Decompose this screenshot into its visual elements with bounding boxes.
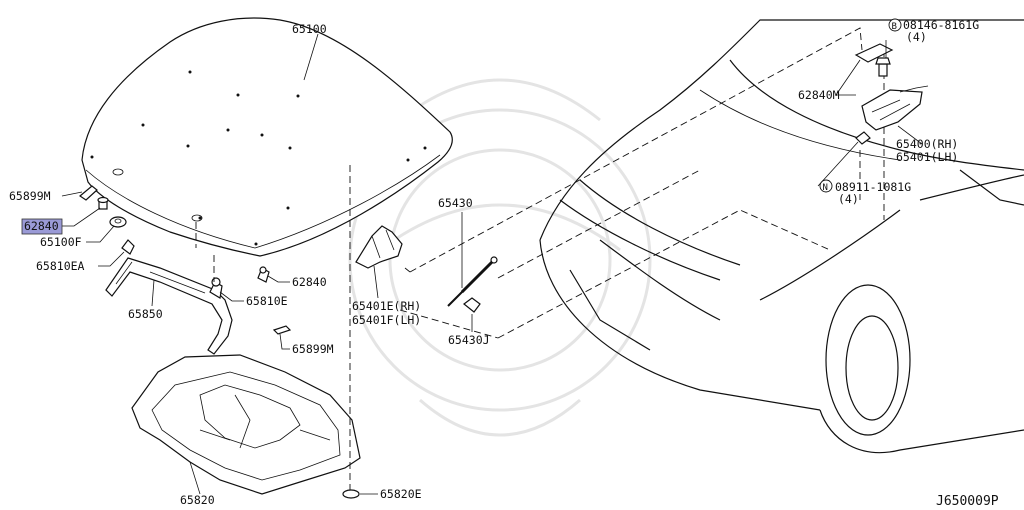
callout-65100f[interactable]: 65100F — [40, 235, 82, 249]
clip-62840-left[interactable] — [97, 196, 109, 210]
callout-65430[interactable]: 65430 — [438, 196, 473, 210]
callout-65810ea[interactable]: 65810EA — [36, 259, 85, 273]
callout-65401f-lh[interactable]: 65401F(LH) — [352, 313, 421, 327]
callout-65820e[interactable]: 65820E — [380, 487, 422, 501]
bumper-65899m-mid[interactable] — [272, 325, 292, 335]
callout-08911-qty: (4) — [838, 192, 859, 206]
callout-08146-qty: (4) — [906, 30, 927, 44]
callout-65899m-left[interactable]: 65899M — [9, 189, 51, 203]
hood-lock-65400[interactable] — [861, 89, 923, 131]
callout-08146-8161g[interactable]: 08146-8161G — [903, 18, 979, 32]
prefix-circle-b — [888, 18, 902, 32]
prefix-b: B — [892, 22, 897, 32]
clip-62840-mid[interactable] — [257, 266, 270, 283]
hood-panel[interactable] — [81, 17, 453, 257]
clip-65810ea[interactable] — [121, 239, 135, 255]
bumper-65899m-left[interactable] — [78, 185, 98, 201]
callout-65899m-mid[interactable]: 65899M — [292, 342, 334, 356]
callout-62840-left[interactable]: 62840 — [24, 219, 59, 233]
clip-65810e[interactable] — [209, 277, 223, 299]
callout-65850[interactable]: 65850 — [128, 307, 163, 321]
hood-mount-dots — [90, 70, 427, 246]
hood-hinge-65401e[interactable] — [355, 225, 403, 269]
prefix-n: N — [823, 183, 828, 193]
diagram-code: J650009P — [936, 494, 999, 509]
callout-65820[interactable]: 65820 — [180, 493, 215, 507]
callout-65810e[interactable]: 65810E — [246, 294, 288, 308]
callout-65100[interactable]: 65100 — [292, 22, 327, 36]
callout-08911-1081g[interactable]: 08911-1081G — [835, 180, 911, 194]
hood-insulator-65820[interactable] — [131, 354, 361, 495]
bolt-08146-8161g[interactable] — [875, 57, 891, 77]
watermark-emblem — [348, 78, 652, 437]
hood-strut-65430[interactable] — [447, 256, 498, 307]
callout-62840m[interactable]: 62840M — [798, 88, 840, 102]
callout-65430j[interactable]: 65430J — [448, 333, 490, 347]
strut-bracket-65430j[interactable] — [463, 297, 481, 313]
vehicle-body-outline — [539, 19, 1024, 454]
grommet-65100f[interactable] — [109, 216, 127, 228]
callout-62840-mid[interactable]: 62840 — [292, 275, 327, 289]
selected-part-highlight — [21, 218, 63, 235]
clip-65820e[interactable] — [342, 489, 360, 499]
prefix-circle-n — [819, 179, 833, 193]
hood-seal-65850[interactable] — [105, 257, 233, 355]
callout-65400-rh[interactable]: 65400(RH) — [896, 137, 958, 151]
leader-lines — [60, 40, 929, 495]
bracket-62840m[interactable] — [854, 43, 894, 63]
nut-08911-1081g[interactable] — [855, 131, 871, 145]
callout-65401-lh[interactable]: 65401(LH) — [896, 150, 958, 164]
callout-65401e-rh[interactable]: 65401E(RH) — [352, 299, 421, 313]
